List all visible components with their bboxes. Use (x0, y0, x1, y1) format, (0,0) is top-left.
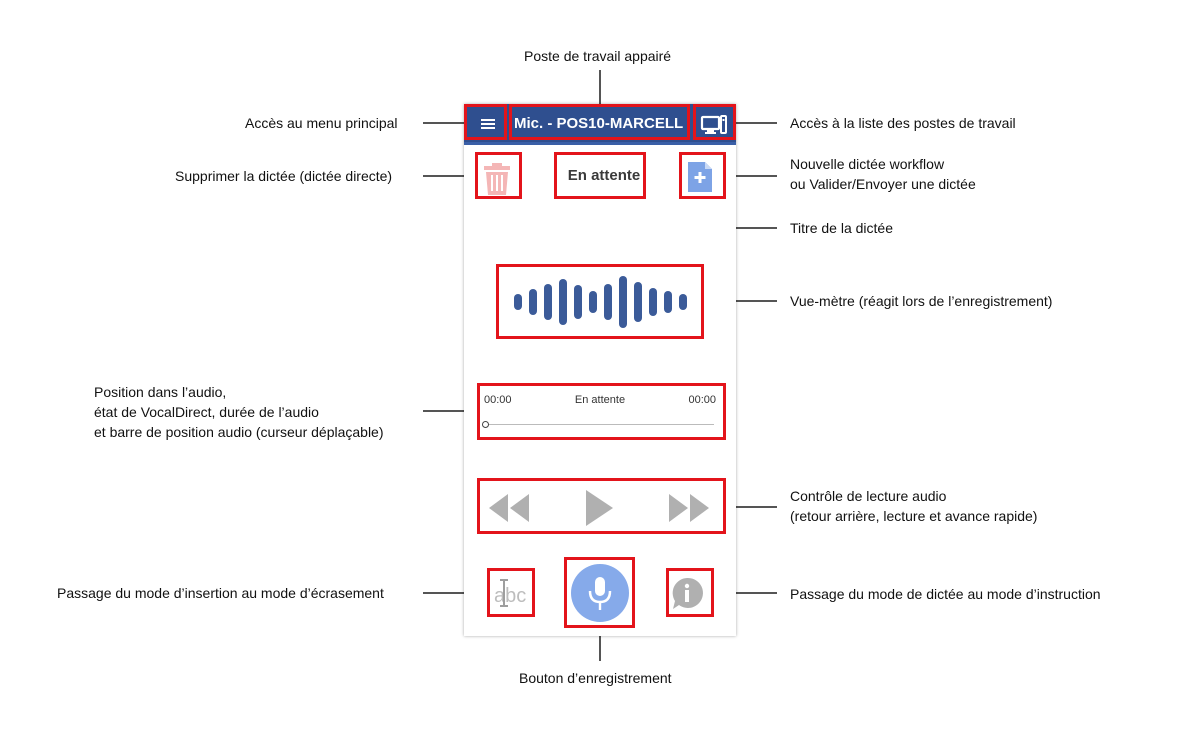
top-bar-accent (464, 142, 736, 145)
highlight-position (477, 383, 726, 440)
callout-playback-line1: Contrôle de lecture audio (790, 488, 947, 504)
instruction-mode-button[interactable] (670, 576, 704, 612)
new-dictation-button[interactable] (686, 160, 714, 194)
callout-record-button: Bouton d’enregistrement (519, 670, 672, 686)
vu-meter (506, 274, 694, 330)
callout-position-line2: état de VocalDirect, durée de l’audio (94, 404, 319, 420)
dictation-title: En attente (567, 167, 641, 184)
connector-line (423, 592, 487, 594)
vu-meter-bars (514, 276, 687, 328)
record-button[interactable] (571, 564, 629, 622)
position-track[interactable] (486, 424, 714, 425)
new-document-icon (688, 162, 712, 192)
callout-delete-dictation: Supprimer la dictée (dictée directe) (175, 168, 393, 184)
svg-text:abc: abc (494, 585, 526, 607)
connector-line (423, 122, 465, 124)
highlight-new-dictation (679, 152, 726, 199)
callout-position: Position dans l’audio, état de VocalDire… (94, 382, 384, 442)
highlight-dictation-title (554, 152, 646, 199)
connector-line (726, 175, 777, 177)
callout-vu-meter: Vue-mètre (réagit lors de l’enregistreme… (790, 293, 1053, 309)
menu-button[interactable] (468, 108, 508, 140)
phone-screen: Mic. - POS10-MARCELL... En attente (464, 104, 736, 636)
station-list-button[interactable] (696, 109, 732, 139)
connector-line (599, 70, 601, 104)
monitor-icon (700, 115, 727, 134)
connector-line (735, 122, 777, 124)
status-text: En attente (574, 394, 626, 406)
callout-dictation-title: Titre de la dictée (790, 220, 893, 236)
callout-paired-station: Poste de travail appairé (524, 48, 672, 64)
callout-insert-mode: Passage du mode d’insertion au mode d’éc… (57, 585, 384, 601)
callout-position-line1: Position dans l’audio, (94, 384, 227, 400)
callout-position-line3: et barre de position audio (curseur dépl… (94, 424, 384, 440)
abc-cursor-icon: abc (494, 579, 526, 607)
callout-new-dictation-line1: Nouvelle dictée workflow (790, 156, 945, 172)
info-bubble-icon (672, 577, 703, 609)
hamburger-icon (481, 117, 495, 131)
trash-icon (484, 163, 510, 195)
audio-position-area: 00:00 En attente 00:00 (478, 386, 722, 436)
microphone-icon (588, 577, 612, 610)
callout-new-dictation: Nouvelle dictée workflow ou Valider/Envo… (790, 154, 976, 194)
highlight-mode (487, 568, 535, 617)
connector-line (714, 592, 777, 594)
callout-new-dictation-line2: ou Valider/Envoyer une dictée (790, 176, 976, 192)
highlight-station-list (693, 104, 736, 140)
play-icon[interactable] (582, 488, 616, 528)
playback-controls (478, 482, 722, 534)
connector-line (599, 628, 601, 661)
callout-main-menu: Accès au menu principal (245, 115, 398, 131)
paired-station-title[interactable]: Mic. - POS10-MARCELL... (514, 115, 684, 132)
connector-line (423, 175, 475, 177)
callout-playback: Contrôle de lecture audio (retour arrièr… (790, 486, 1037, 526)
current-time: 00:00 (484, 394, 512, 406)
callout-playback-line2: (retour arrière, lecture et avance rapid… (790, 508, 1038, 524)
insert-overwrite-mode-button[interactable]: abc (490, 570, 532, 614)
delete-dictation-button[interactable] (482, 162, 512, 196)
highlight-info (666, 568, 714, 617)
callout-instruction-mode: Passage du mode de dictée au mode d’inst… (790, 586, 1101, 602)
highlight-playback (477, 478, 726, 534)
highlight-record (564, 557, 635, 628)
highlight-menu (464, 104, 507, 140)
total-duration: 00:00 (688, 394, 716, 406)
rewind-icon[interactable] (486, 492, 532, 524)
fast-forward-icon[interactable] (666, 492, 712, 524)
highlight-vu-meter (496, 264, 704, 339)
callout-stations-list: Accès à la liste des postes de travail (790, 115, 1016, 131)
position-cursor[interactable] (482, 421, 489, 428)
connector-line (726, 506, 777, 508)
highlight-trash (475, 152, 522, 199)
connector-line (423, 410, 477, 412)
highlight-station-title (509, 104, 690, 140)
connector-line (703, 300, 777, 302)
